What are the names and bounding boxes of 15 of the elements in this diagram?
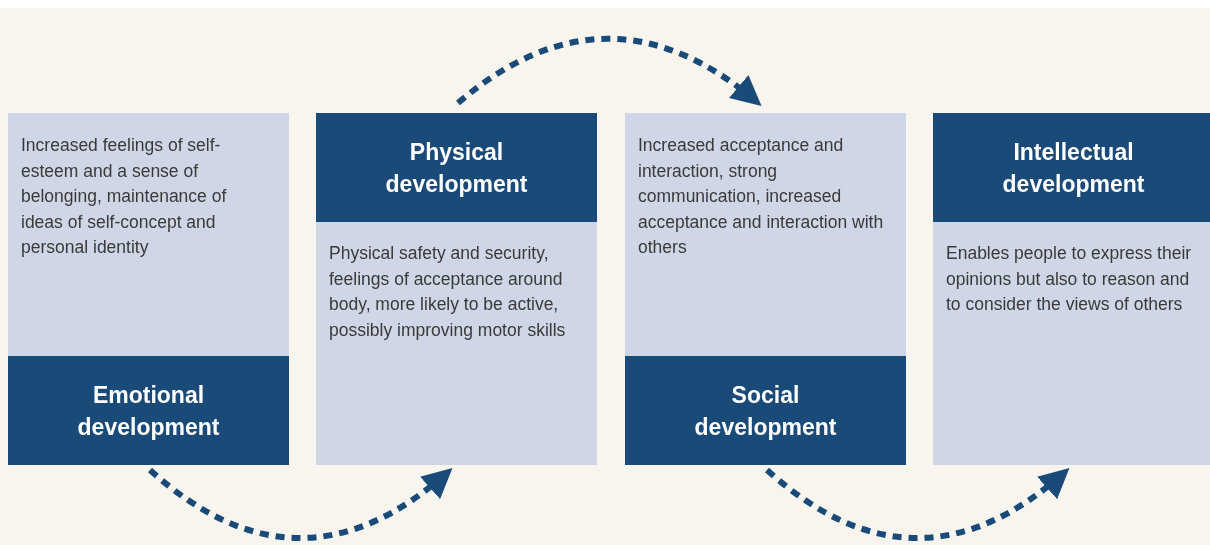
column-heading: Emotional development bbox=[8, 356, 289, 465]
description-text: Enables people to express their opinions but also to reason and to consider the views of others bbox=[946, 242, 1193, 316]
description-text: Increased acceptance and interaction, strong communication, increased acceptance and interaction with others bbox=[638, 134, 885, 259]
info-panel bbox=[8, 113, 289, 465]
column-heading: Physical development bbox=[316, 113, 597, 222]
description-text: Increased feelings of self-esteem and a sense of belonging, maintenance of ideas of self-concept and personal identity bbox=[21, 134, 228, 259]
info-panel bbox=[316, 113, 597, 465]
info-panel bbox=[625, 113, 906, 465]
dotted-arrow bbox=[456, 35, 762, 106]
dotted-arrow bbox=[148, 467, 453, 541]
column-heading: Social development bbox=[625, 356, 906, 465]
info-panel bbox=[933, 113, 1210, 465]
description-text: Physical safety and security, feelings of acceptance around body, more likely to be active, possibly improving motor skills bbox=[329, 242, 567, 342]
column-heading: Intellectual development bbox=[933, 113, 1210, 222]
dotted-arrow bbox=[765, 467, 1070, 541]
